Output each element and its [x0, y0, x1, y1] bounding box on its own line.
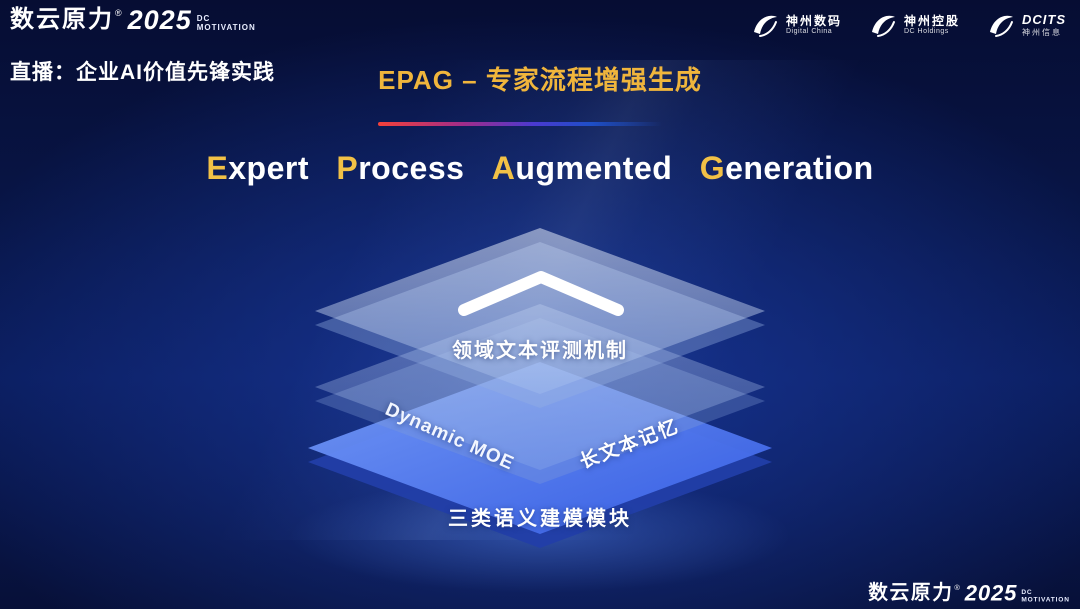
partner-logo-dc-holdings: 神州控股 DC Holdings: [868, 10, 960, 40]
partner-subtitle: Digital China: [785, 28, 833, 35]
title-cap-letter: G: [699, 150, 726, 186]
partner-logo-dcits: DCITS 神州信息: [986, 10, 1066, 40]
title-cap-letter: A: [491, 150, 516, 186]
brand-logo-top-left: 数云原力 ® 2025 DC MOTIVATION: [10, 5, 256, 35]
swoosh-logo-icon: [868, 10, 898, 40]
partner-name: 神州控股: [903, 13, 960, 28]
registered-mark: ®: [115, 8, 122, 18]
partner-name: 神州数码: [785, 13, 842, 28]
partner-name: DCITS: [1022, 12, 1066, 28]
brand-name: 数云原力: [868, 581, 954, 604]
slide-title: EPAG – 专家流程增强生成: [378, 65, 702, 95]
live-stream-label: 直播：企业AI价值先锋实践: [10, 61, 275, 84]
gradient-divider: [378, 122, 662, 126]
brand-motivation: MOTIVATION: [1021, 595, 1070, 603]
title-word-rest: xpert: [228, 150, 309, 186]
top-layer-label: 领域文本评测机制: [452, 340, 628, 362]
registered-mark: ®: [954, 583, 961, 592]
title-word: Augmented: [492, 150, 673, 186]
brand-dc: DC: [1021, 587, 1033, 596]
layer-top-evaluation: [315, 228, 765, 408]
title-word: Process: [336, 150, 464, 186]
bottom-layer-label: 三类语义建模模块: [448, 508, 632, 530]
brand-motivation: MOTIVATION: [196, 23, 256, 33]
brand-logo-bottom-right: 数云原力 ® 2025 DC MOTIVATION: [868, 580, 1070, 606]
brand-year: 2025: [964, 580, 1018, 606]
brand-name: 数云原力: [10, 6, 114, 34]
title-word: Expert: [206, 150, 309, 186]
partner-logo-digital-china: 神州数码 Digital China: [750, 10, 842, 40]
main-title: Expert Process Augmented Generation: [0, 150, 1080, 187]
title-word: Generation: [700, 150, 874, 186]
brand-subtitle: DC MOTIVATION: [1022, 588, 1070, 603]
chevron-up-icon: [452, 266, 630, 323]
title-word-rest: ugmented: [515, 150, 673, 186]
title-word-rest: rocess: [358, 150, 465, 186]
brand-subtitle: DC MOTIVATION: [197, 14, 256, 32]
title-cap-letter: E: [206, 150, 229, 186]
swoosh-logo-icon: [750, 10, 780, 40]
partner-subtitle: DC Holdings: [903, 28, 949, 35]
title-cap-letter: P: [336, 150, 359, 186]
title-word-rest: eneration: [725, 150, 874, 186]
swoosh-logo-icon: [986, 10, 1016, 40]
brand-year: 2025: [127, 5, 192, 35]
partner-subtitle: 神州信息: [1022, 28, 1062, 37]
brand-dc: DC: [196, 13, 211, 23]
partner-logos: 神州数码 Digital China 神州控股 DC Holdings DCIT…: [750, 10, 1066, 40]
